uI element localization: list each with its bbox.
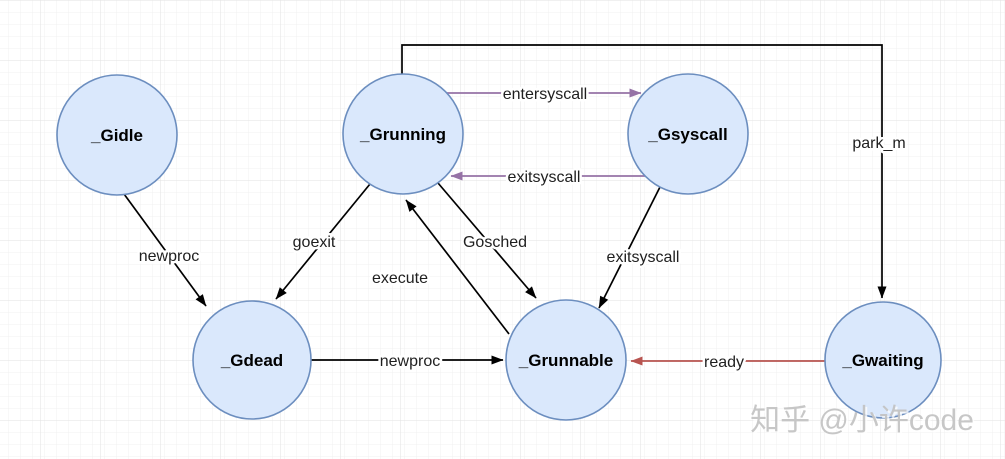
- edge-label-exitsyscall-purple: exitsyscall: [508, 169, 581, 186]
- edges-layer: newproc goexit newproc execute Gosched e: [123, 44, 908, 374]
- edge-label-exitsyscall-black: exitsyscall: [607, 249, 680, 266]
- node-gdead-circle: [192, 300, 312, 420]
- edge-exitsyscall-to-grunning: exitsyscall: [450, 167, 645, 189]
- edge-ready: ready: [630, 352, 825, 374]
- edge-line-park-m: [401, 44, 887, 299]
- node-gidle-circle: [56, 74, 178, 196]
- edge-park-m: park_m: [401, 44, 908, 299]
- edge-gosched: Gosched: [437, 182, 537, 299]
- watermark: 知乎 @小许code 知乎 @小许code: [750, 404, 976, 439]
- node-gdead-label: _Gdead: [220, 351, 283, 370]
- node-grunning-circle: [342, 73, 464, 195]
- watermark-text: 知乎 @小许code: [750, 404, 974, 437]
- edge-exitsyscall-to-grunnable: exitsyscall: [598, 186, 682, 309]
- node-grunnable: _Grunnable: [505, 299, 627, 421]
- edge-line-exitsyscall-black: [598, 186, 661, 309]
- edge-label-entersyscall: entersyscall: [503, 86, 587, 103]
- edge-label-newproc-2: newproc: [380, 353, 440, 370]
- edge-label-ready: ready: [704, 354, 744, 371]
- edge-newproc-gidle-gdead: newproc: [123, 193, 207, 307]
- node-gidle: _Gidle: [56, 74, 178, 196]
- nodes-layer: _Gidle _Grunning _Gsyscall _Gdead _Grunn…: [56, 73, 942, 421]
- watermark-highlight-text: 知乎 @小许code: [752, 406, 976, 439]
- edge-label-newproc-1: newproc: [139, 248, 199, 265]
- edge-line-goexit: [275, 183, 371, 300]
- node-gwaiting-label: _Gwaiting: [841, 351, 923, 370]
- node-grunnable-label: _Grunnable: [518, 351, 613, 370]
- edge-label-execute: execute: [372, 270, 428, 287]
- node-gsyscall-label: _Gsyscall: [647, 125, 727, 144]
- edge-line-gosched: [437, 182, 537, 299]
- edge-line-execute: [405, 199, 510, 335]
- edge-label-gosched: Gosched: [463, 234, 527, 251]
- node-grunnable-circle: [505, 299, 627, 421]
- node-gidle-label: _Gidle: [90, 126, 143, 145]
- edge-entersyscall: entersyscall: [447, 84, 642, 106]
- node-gwaiting: _Gwaiting: [824, 301, 942, 419]
- node-gsyscall-circle: [627, 73, 749, 195]
- edge-newproc-gdead-grunnable: newproc: [311, 351, 504, 373]
- edge-label-goexit: goexit: [293, 234, 336, 251]
- node-grunning: _Grunning: [342, 73, 464, 195]
- edge-goexit: goexit: [275, 183, 371, 300]
- edge-line-newproc-1: [123, 193, 207, 307]
- node-grunning-label: _Grunning: [359, 125, 446, 144]
- node-gwaiting-circle: [824, 301, 942, 419]
- node-gsyscall: _Gsyscall: [627, 73, 749, 195]
- edge-label-park-m: park_m: [852, 135, 905, 152]
- node-gdead: _Gdead: [192, 300, 312, 420]
- edge-execute: execute: [369, 199, 510, 335]
